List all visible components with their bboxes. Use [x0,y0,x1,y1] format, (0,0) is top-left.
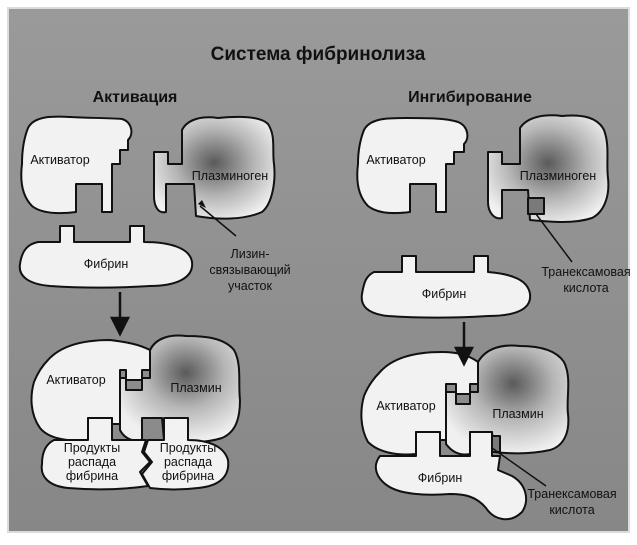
tranexamic-top-label-2: кислота [563,281,608,295]
inhibition-fibrin-label: Фибрин [422,287,467,301]
inhibition-heading: Ингибирование [408,89,532,106]
inhibition-plasminogen-label: Плазминоген [520,169,596,183]
tranexamic-acid-block-top [528,198,544,214]
lysine-site-label-1: Лизин- [231,247,270,261]
activation-plasmin-label: Плазмин [170,381,221,395]
products-right-label-1: Продукты [160,441,216,455]
lysine-site-label-2: связывающий [209,263,290,277]
products-left-label-1: Продукты [64,441,120,455]
tranexamic-bottom-label-1: Транексамовая [527,487,616,501]
products-right-label-2: распада [164,455,212,469]
products-left-label-3: фибрина [66,469,118,483]
products-left-label-2: распада [68,455,116,469]
lysine-site-label-3: участок [228,279,273,293]
inhibition-plasmin-label: Плазмин [492,407,543,421]
inhibition-activator-complex-label: Активатор [376,399,435,413]
inhibition-activator-label: Активатор [366,153,425,167]
diagram-title: Система фибринолиза [211,44,426,65]
products-right-label-3: фибрина [162,469,214,483]
inhibition-fibrin-complex-label: Фибрин [418,471,463,485]
activation-activator-label: Активатор [30,153,89,167]
activation-heading: Активация [93,89,178,106]
activation-fibrin-label: Фибрин [84,257,129,271]
tranexamic-bottom-label-2: кислота [549,503,594,517]
activation-activator-complex-label: Активатор [46,373,105,387]
activation-plasminogen-label: Плазминоген [192,169,268,183]
tranexamic-top-label-1: Транексамовая [541,265,630,279]
